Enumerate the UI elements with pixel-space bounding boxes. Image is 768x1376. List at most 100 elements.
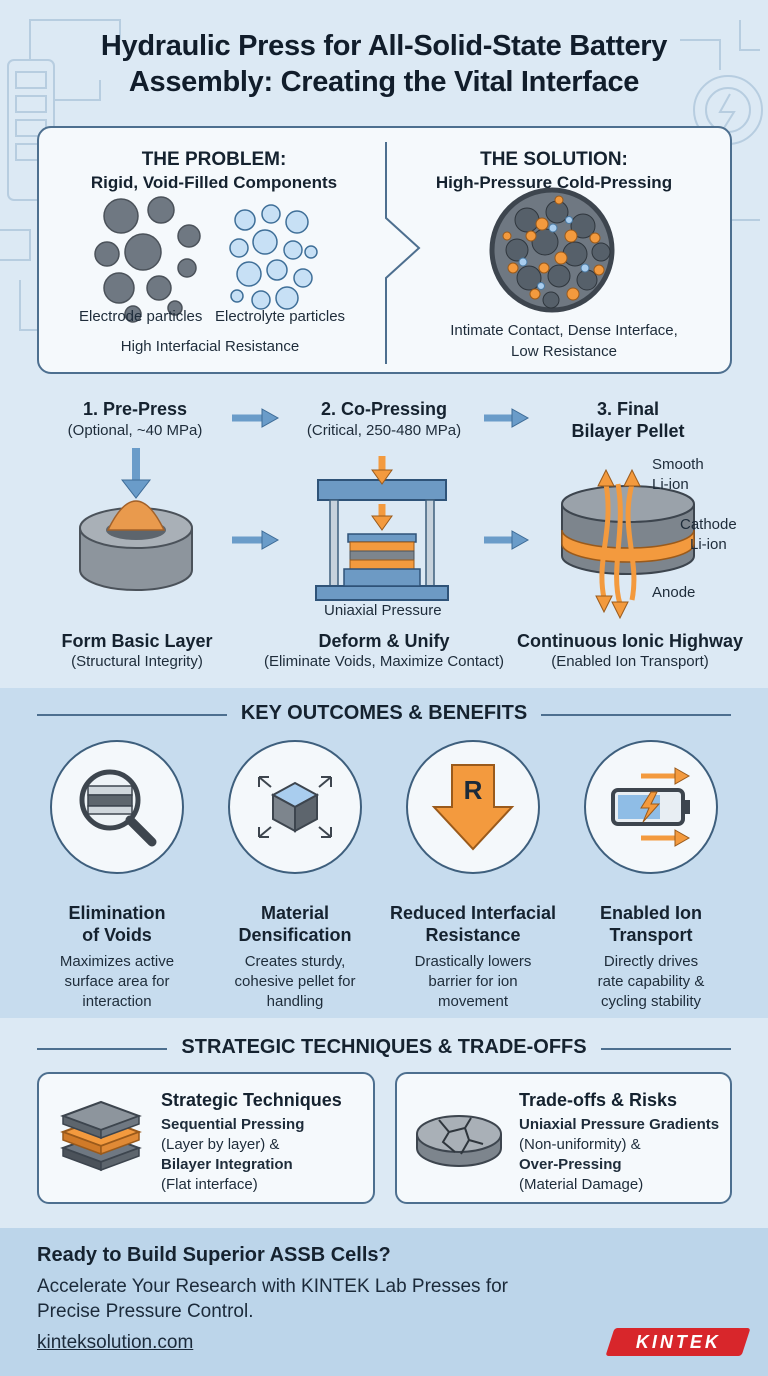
solution-heading: THE SOLUTION: [480,149,628,170]
cta-text-line: Accelerate Your Research with KINTEK Lab… [37,1276,509,1297]
problem-solution-panel: THE PROBLEM: Rigid, Void-Filled Componen… [37,126,732,374]
problem-subheading: Rigid, Void-Filled Components [90,173,338,192]
kintek-logo: KINTEK [605,1328,751,1356]
electrolyte-particles-label: Electrolyte particles [215,308,346,325]
outcome-title-line: Material [260,903,330,923]
step-2-title: 2. Co-Pressing [320,399,448,419]
section-divider-line [37,1048,167,1050]
outcome-description: Maximizes active surface area for intera… [32,952,202,1012]
tradeoffs-card: Trade-offs & Risks Uniaxial Pressure Gra… [395,1072,732,1204]
step-3-outcome-title: Continuous Ionic Highway [517,631,743,651]
pre-press-die-icon [79,448,193,591]
section-divider-line [37,714,227,716]
title-line-2: Assembly: Creating the Vital Interface [128,66,640,98]
outcome-description: Directly drives rate capability & cyclin… [566,952,736,1012]
outcome-icon-circle [228,740,362,874]
key-outcomes-section: KEY OUTCOMES & BENEFITS Elimination of V… [0,688,768,1018]
problem-footer: High Interfacial Resistance [120,338,300,355]
cube-icon [258,776,332,838]
label-cathode: Cathode [680,516,737,533]
step-3-title-line-1: 3. Final [596,399,659,419]
website-link[interactable]: kinteksolution.com [37,1332,194,1353]
section-divider-line [601,1048,731,1050]
outcome-enabled-ion-transport: Enabled Ion Transport Directly drives ra… [566,740,736,1012]
outcome-description-line: cycling stability [600,993,702,1010]
outcome-icon-circle [50,740,184,874]
tradeoffs-line: Uniaxial Pressure Gradients [519,1116,720,1133]
solution-footer-line-2: Low Resistance [511,343,617,360]
li-ion-flow-arrows-icon [599,483,637,605]
outcome-title-line: Resistance [425,925,521,945]
step-2-subtitle: (Critical, 250-480 MPa) [306,422,462,439]
step-2-outcome-sub: (Eliminate Voids, Maximize Contact) [263,653,505,670]
electrode-particles-label: Electrode particles [79,308,203,325]
problem-heading: THE PROBLEM: [141,149,287,170]
cta-text-line: Precise Pressure Control. [37,1301,254,1322]
outcome-description-line: rate capability & [597,973,705,990]
step-1-outcome-sub: (Structural Integrity) [71,653,203,670]
layer-stack-icon [60,1100,142,1172]
step-arrow-icon [484,408,530,428]
outcome-title-line: Enabled Ion [599,903,702,923]
outcome-title-line: Densification [238,925,352,945]
step-2-outcome-title: Deform & Unify [318,631,450,651]
resistance-arrow-icon: R [431,764,515,851]
outcome-description-line: interaction [82,993,152,1010]
strategy-heading: STRATEGIC TECHNIQUES & TRADE-OFFS [181,1036,587,1058]
outcome-description-line: movement [437,993,509,1010]
step-3-title-line-2: Bilayer Pellet [571,421,685,441]
tradeoffs-line: (Non-uniformity) & [519,1136,641,1153]
process-graphics [79,408,695,620]
step-arrow-icon [232,408,280,428]
step-arrow-icon [484,530,530,550]
circuit-background-decoration [0,19,763,331]
outcome-icon-circle: R [406,740,540,874]
battery-icon [611,767,691,847]
uniaxial-pressure-label: Uniaxial Pressure [324,602,442,619]
outcome-elimination-of-voids: Elimination of Voids Maximizes active su… [32,740,202,1012]
outcome-title: Elimination of Voids [32,902,202,946]
step-1-outcome-title: Form Basic Layer [61,631,213,651]
step-1-subtitle: (Optional, ~40 MPa) [67,422,203,439]
co-pressing-press-icon [315,456,449,601]
tradeoffs-title: Trade-offs & Risks [519,1090,678,1110]
outcome-title-line: Reduced Interfacial [389,903,557,923]
outcome-description-line: Directly drives [603,953,699,970]
step-arrow-icon [232,530,280,550]
outcome-description-line: barrier for ion [428,973,518,990]
call-to-action-footer: Ready to Build Superior ASSB Cells? Acce… [0,1228,768,1376]
solution-heading-block: THE SOLUTION: High-Pressure Cold-Pressin… [399,148,709,194]
resistance-letter: R [464,775,483,805]
techniques-line: Bilayer Integration [161,1156,293,1173]
electrode-particles-icon [94,196,201,323]
outcome-description-line: Maximizes active [59,953,175,970]
techniques-line: Sequential Pressing [161,1116,305,1133]
outcome-description-line: cohesive pellet for [234,973,356,990]
section-divider-line [541,714,731,716]
title-line-1: Hydraulic Press for All-Solid-State Batt… [100,30,668,62]
outcome-title-line: Transport [609,925,693,945]
electrolyte-particles-icon [229,204,318,310]
strategy-section: STRATEGIC TECHNIQUES & TRADE-OFFS Strate… [0,1018,768,1228]
label-smooth: Smooth [652,456,704,473]
solution-footer-line-1: Intimate Contact, Dense Interface, [450,322,678,339]
step-3-outcome: Continuous Ionic Highway (Enabled Ion Tr… [510,630,750,672]
divider-chevron [385,142,421,364]
step-3-title: 3. Final Bilayer Pellet [548,398,708,442]
cracked-pellet-icon [416,1115,502,1167]
outcome-material-densification: Material Densification Creates sturdy, c… [210,740,380,1012]
label-li-ion-mid: Li-ion [690,536,727,553]
outcome-description-line: Drastically lowers [414,953,532,970]
cta-heading: Ready to Build Superior ASSB Cells? [37,1244,391,1266]
step-1-outcome: Form Basic Layer (Structural Integrity) [30,630,244,672]
step-1-title: 1. Pre-Press [82,399,188,419]
outcome-title: Enabled Ion Transport [566,902,736,946]
outcome-icon-circle [584,740,718,874]
outcome-title-line: Elimination [68,903,166,923]
outcome-title: Reduced Interfacial Resistance [388,902,558,946]
strategic-techniques-card: Strategic Techniques Sequential Pressing… [37,1072,375,1204]
dense-pellet-icon [489,187,615,313]
page-title: Hydraulic Press for All-Solid-State Batt… [40,28,728,100]
techniques-title: Strategic Techniques [161,1090,342,1110]
